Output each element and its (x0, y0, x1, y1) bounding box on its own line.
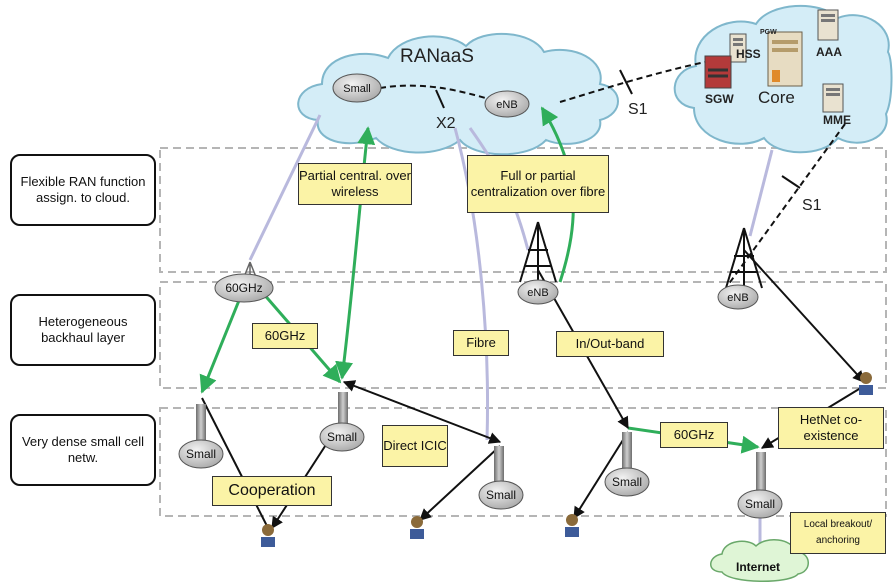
mme-server-icon (822, 83, 844, 113)
sgw-label: SGW (705, 92, 734, 106)
node-60ghz-label: 60GHz (225, 281, 262, 295)
layer-label-smallcell: Very dense small cell netw. (10, 414, 156, 486)
note-in-out-band: In/Out-band (556, 331, 664, 357)
s1-top-label: S1 (628, 101, 648, 118)
node-small-2 (319, 422, 365, 452)
link-icic-to-ue2 (419, 445, 501, 521)
core-label: Core (758, 88, 795, 107)
node-small-3-label: Small (486, 488, 516, 502)
fibre-link-enb-right (748, 149, 774, 237)
user-device-icon-2 (410, 516, 424, 539)
x2-tick (435, 89, 445, 109)
note-60ghz-a: 60GHz (252, 323, 318, 349)
pgw-label: PGW (760, 29, 777, 36)
mme-label: MME (823, 113, 851, 127)
node-enb-1 (517, 279, 559, 305)
s1-right-label: S1 (802, 197, 822, 214)
cloud-small-node (332, 73, 382, 103)
s1-right-tick (781, 175, 801, 189)
enb-tower-icon-2 (725, 227, 763, 289)
internet-cloud (710, 539, 809, 582)
link-enb2-to-ue4 (743, 249, 865, 383)
note-partial-wireless: Partial central. over wireless (298, 163, 412, 205)
internet-label: Internet (736, 560, 780, 574)
node-enb-1-label: eNB (527, 287, 548, 299)
small-pole-5 (756, 452, 766, 494)
cloud-enb-node (484, 90, 530, 118)
pgw-server-icon (767, 31, 803, 87)
layer-box-smallcell (159, 407, 887, 517)
node-small-4 (604, 467, 650, 497)
aaa-label: AAA (816, 45, 842, 59)
user-device-icon-1 (261, 524, 275, 547)
hss-server-icon (729, 33, 747, 63)
note-direct-icic: Direct ICIC (382, 425, 448, 467)
enb-tower-icon-1 (519, 221, 557, 283)
x2-label: X2 (436, 115, 456, 132)
hss-label: HSS (736, 47, 761, 61)
s1-top-tick (619, 69, 633, 95)
green-link-cloud-to-small2 (335, 126, 376, 380)
note-hetnet: HetNet co-existence (778, 407, 884, 449)
user-device-icon-3 (565, 514, 579, 537)
node-small-5-label: Small (745, 497, 775, 511)
note-cooperation: Cooperation (212, 476, 332, 506)
node-small-1-label: Small (186, 447, 216, 461)
note-full-fibre: Full or partial centralization over fibr… (467, 155, 609, 213)
node-small-3 (478, 480, 524, 510)
node-small-5 (737, 489, 783, 519)
cloud-small-label: Small (343, 83, 371, 95)
note-60ghz-b: 60GHz (660, 422, 728, 448)
ranaas-title: RANaaS (400, 46, 474, 67)
layer-label-cloud: Flexible RAN function assign. to cloud. (10, 154, 156, 226)
layer-label-backhaul: Heterogeneous backhaul layer (10, 294, 156, 366)
s1-link-top (559, 61, 706, 103)
sgw-server-icon (704, 55, 732, 89)
small-pole-2 (338, 392, 348, 430)
cloud-enb-label: eNB (496, 99, 517, 111)
node-small-2-label: Small (327, 430, 357, 444)
fibre-link-60ghz (248, 114, 322, 261)
note-fibre: Fibre (453, 330, 509, 356)
link-small1-to-ue1 (201, 397, 269, 529)
note-local-breakout: Local breakout/ anchoring (790, 512, 886, 554)
link-small4-to-ue3 (573, 431, 629, 520)
link-small2-to-direct-icic (342, 380, 502, 444)
node-small-1 (178, 439, 224, 469)
s1-link-right (727, 123, 846, 286)
small-pole-3 (494, 446, 504, 486)
green-link-60ghz-to-small1 (199, 297, 242, 394)
node-enb-2-label: eNB (727, 292, 748, 304)
node-small-4-label: Small (612, 475, 642, 489)
node-60ghz-hub (214, 273, 274, 303)
ranaas-cloud (297, 33, 619, 156)
user-device-icon-4 (859, 372, 873, 395)
aaa-server-icon (817, 9, 839, 41)
node-enb-2 (717, 284, 759, 310)
small-pole-4 (622, 432, 632, 472)
small-pole-1 (196, 404, 206, 444)
